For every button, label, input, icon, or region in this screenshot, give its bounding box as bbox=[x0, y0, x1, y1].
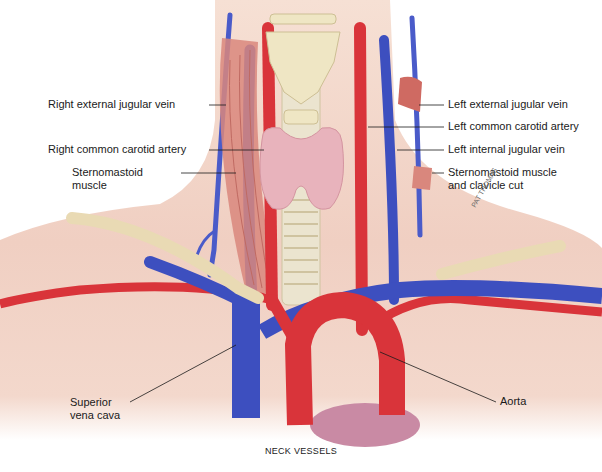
part-label: Left internal jugular vein bbox=[448, 143, 598, 156]
cut-muscle-stub bbox=[412, 166, 432, 190]
thyroid-gland bbox=[260, 128, 344, 210]
superior-vena-cava bbox=[232, 298, 260, 418]
hyoid bbox=[270, 14, 336, 24]
part-label: Sternomastoid muscle bbox=[72, 166, 180, 192]
right-clavicle bbox=[72, 218, 258, 298]
left-internal-jugular-vein bbox=[384, 40, 394, 300]
part-label: Aorta bbox=[500, 395, 560, 408]
part-label: Sternomastoid muscle and clavicle cut bbox=[448, 166, 560, 192]
cricoid bbox=[284, 110, 318, 124]
left-clavicle bbox=[442, 246, 560, 274]
left-subclavian-artery bbox=[372, 298, 602, 325]
part-label: Right common carotid artery bbox=[48, 143, 208, 156]
left-common-carotid-artery bbox=[360, 28, 362, 330]
left-external-jugular-vein bbox=[412, 18, 420, 235]
part-label: Left external jugular vein bbox=[448, 98, 598, 111]
cut-muscle bbox=[398, 77, 422, 112]
trachea-rings bbox=[284, 200, 318, 284]
aortic-arch bbox=[298, 305, 392, 425]
part-label: Left common carotid artery bbox=[448, 120, 598, 133]
part-label: Superior vena cava bbox=[70, 396, 132, 422]
part-label: Right external jugular vein bbox=[48, 98, 208, 111]
body-outline bbox=[0, 0, 602, 440]
thyroid-cartilage bbox=[266, 32, 340, 104]
figure-caption: NECK VESSELS bbox=[0, 446, 602, 457]
